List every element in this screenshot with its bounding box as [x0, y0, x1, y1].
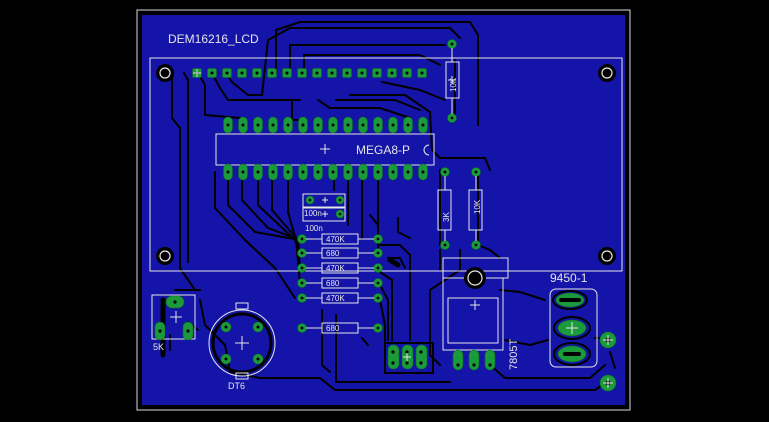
r1-label: 470K — [326, 235, 345, 244]
buzzer-label: DT6 — [228, 381, 245, 391]
resistor-3k — [437, 167, 452, 250]
mcu-pad — [403, 116, 413, 134]
regulator-label: 7805T — [508, 339, 520, 370]
resistor-bank — [297, 233, 383, 334]
r5-label: 470K — [326, 294, 345, 303]
pot-label: 5K — [153, 342, 164, 352]
r-10k-b-label: 10K — [473, 199, 482, 214]
lcd-pad — [417, 68, 427, 78]
lcd-pad — [237, 68, 247, 78]
lcd-mount-hole-tl — [156, 64, 174, 82]
mcu-pad — [328, 116, 338, 134]
mcu-pad — [403, 163, 413, 181]
mcu-outline — [215, 133, 435, 166]
mcu-pad — [223, 163, 233, 181]
r-3k-label: 3K — [442, 212, 451, 222]
mcu-pad — [373, 163, 383, 181]
mcu-notch — [423, 144, 430, 156]
resistor — [297, 322, 383, 334]
board-outline — [136, 9, 631, 411]
lcd-pad — [357, 68, 367, 78]
resistor-10k-a — [445, 39, 460, 123]
lcd-pad — [327, 68, 337, 78]
resistor — [297, 262, 383, 274]
lcd-pad — [402, 68, 412, 78]
mcu-pad — [358, 163, 368, 181]
lcd-pad — [297, 68, 307, 78]
mcu-pad — [268, 163, 278, 181]
mcu-pads — [223, 116, 428, 181]
lcd-pad — [312, 68, 322, 78]
lcd-mount-hole-bl — [156, 247, 174, 265]
r4-label: 680 — [326, 279, 340, 288]
resistor — [297, 292, 383, 304]
mcu-pad — [298, 163, 308, 181]
mcu-pad — [358, 116, 368, 134]
mcu-pad — [253, 116, 263, 134]
lcd-pad — [372, 68, 382, 78]
cap-label-top: 100n — [304, 209, 322, 218]
output-pads — [599, 331, 617, 392]
resistor-10k-b — [468, 167, 483, 250]
mcu-pad — [328, 163, 338, 181]
cap-label-bottom: 100n — [305, 224, 323, 233]
r2-label: 680 — [326, 249, 340, 258]
resistor — [297, 247, 383, 259]
mcu-pad — [298, 116, 308, 134]
potentiometer-5k — [151, 294, 196, 341]
lcd-pad — [222, 68, 232, 78]
mcu-label: MEGA8-P — [356, 143, 410, 157]
lcd-outline — [149, 57, 623, 272]
resistor — [297, 277, 383, 289]
lcd-pad — [207, 68, 217, 78]
lcd-pad — [387, 68, 397, 78]
buzzer-dt6 — [208, 302, 276, 380]
r6-label: 680 — [326, 324, 340, 333]
regulator-7805 — [442, 257, 509, 371]
resistor — [297, 233, 383, 245]
lcd-header-pads — [192, 68, 427, 78]
lcd-pad — [252, 68, 262, 78]
mcu-pad — [418, 163, 428, 181]
lcd-mount-hole-tr — [598, 64, 616, 82]
mcu-pad — [253, 163, 263, 181]
lcd-pad — [267, 68, 277, 78]
mcu-pad — [418, 116, 428, 134]
mcu-pad — [313, 116, 323, 134]
lcd-label: DEM16216_LCD — [168, 32, 259, 46]
mcu-pad — [283, 163, 293, 181]
mcu-pad — [238, 116, 248, 134]
mcu-pad — [313, 163, 323, 181]
power-connector — [549, 288, 598, 368]
mcu-pad — [268, 116, 278, 134]
mcu-pad — [283, 116, 293, 134]
mcu-pad — [223, 116, 233, 134]
r-10k-a-label: 10K — [449, 77, 458, 92]
mcu-pad — [238, 163, 248, 181]
mcu-pad — [388, 116, 398, 134]
mcu-pad — [343, 163, 353, 181]
mcu-pad — [388, 163, 398, 181]
trace-layer — [169, 21, 616, 391]
lcd-pad — [342, 68, 352, 78]
mcu-pad — [343, 116, 353, 134]
power-connector-label: 9450-1 — [550, 271, 588, 285]
jumper-header — [384, 342, 434, 374]
mcu-pad — [373, 116, 383, 134]
lcd-pad — [282, 68, 292, 78]
cap-100n — [302, 193, 346, 222]
r3-label: 470K — [326, 264, 345, 273]
lcd-mount-hole-br — [598, 247, 616, 265]
mcu-origin-cross — [320, 144, 330, 154]
